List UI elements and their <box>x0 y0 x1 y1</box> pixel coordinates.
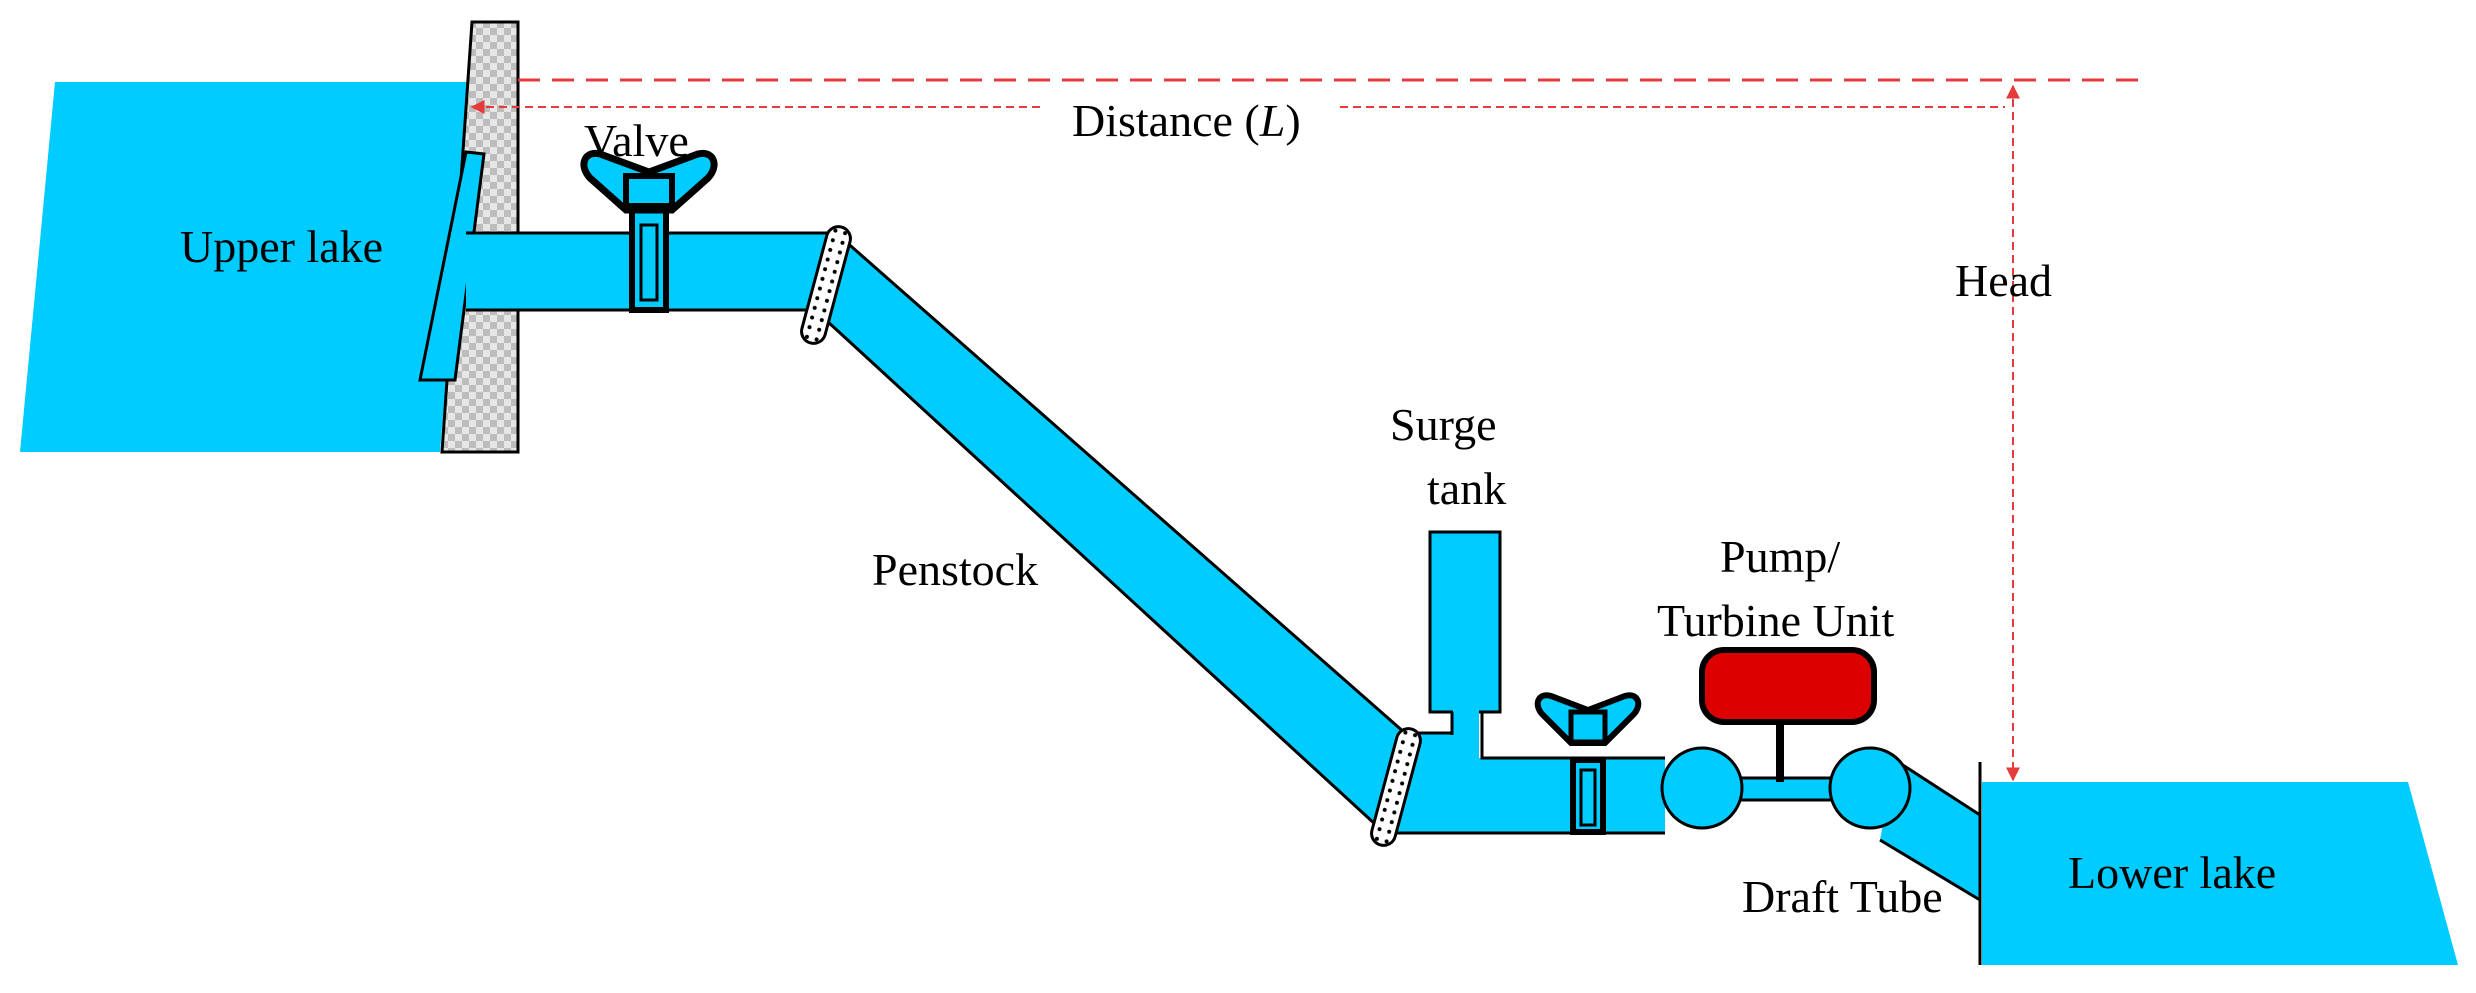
surge-tank <box>1428 530 1502 714</box>
expansion-joint-upper <box>800 225 852 345</box>
lower-lake-water <box>1982 782 2458 965</box>
label-pump-line2: Turbine Unit <box>1657 595 1894 646</box>
label-distance-suffix: ) <box>1285 95 1300 146</box>
label-valve: Valve <box>584 115 689 166</box>
label-distance: Distance (L) <box>1072 95 1301 146</box>
label-surge-line2: tank <box>1427 463 1506 514</box>
label-distance-var: L <box>1259 95 1286 146</box>
label-distance-prefix: Distance ( <box>1072 95 1260 146</box>
label-head: Head <box>1955 255 2052 306</box>
label-penstock: Penstock <box>872 544 1038 595</box>
valve-icon-upper <box>580 149 718 313</box>
turbine-unit <box>1699 647 1877 725</box>
expansion-joint-lower <box>1370 727 1422 847</box>
penstock-pipe <box>815 233 1405 836</box>
intake-gate <box>418 150 486 382</box>
turbine-bulb <box>1828 746 1912 830</box>
pump-bulb <box>1660 746 1744 830</box>
label-pump-line1: Pump/ <box>1720 531 1840 582</box>
lower-pipe <box>1388 733 1665 833</box>
turbine-connector <box>1735 778 1835 800</box>
label-upper-lake: Upper lake <box>180 221 383 272</box>
label-draft-tube: Draft Tube <box>1742 871 1943 922</box>
label-lower-lake: Lower lake <box>2068 847 2276 898</box>
surge-tank-riser <box>1453 710 1479 758</box>
label-surge-line1: Surge <box>1390 399 1497 450</box>
upper-lake-water <box>20 82 470 452</box>
valve-icon-lower <box>1534 692 1642 835</box>
